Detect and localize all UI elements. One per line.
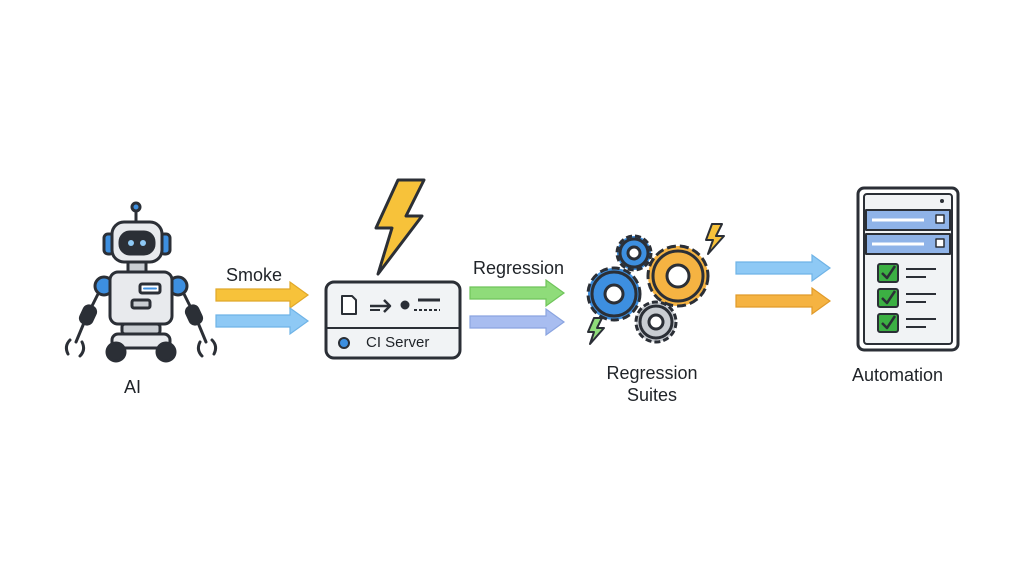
smoke-arrow-yellow (215, 280, 310, 310)
edge-label-regression: Regression (473, 258, 565, 278)
node-label-ai: AI (124, 377, 142, 397)
ci-server-box (324, 280, 462, 360)
automation-arrow-blue (735, 253, 832, 283)
node-label-regression-suites-line1: Regression (606, 363, 698, 383)
spark-icon-yellow (705, 223, 725, 255)
robot-icon (64, 201, 218, 363)
regression-arrow-green (469, 278, 566, 308)
node-label-regression-suites-line2: Suites (626, 385, 678, 405)
smoke-arrow-blue (215, 306, 310, 336)
edge-label-smoke: Smoke (226, 265, 283, 285)
automation-arrow-orange (735, 286, 832, 316)
gears-icon (586, 234, 710, 344)
spark-icon-green (587, 317, 605, 345)
node-label-ci-server: CI Server (366, 334, 430, 351)
regression-arrow-lavender (469, 307, 566, 337)
lightning-bolt-icon (374, 178, 426, 276)
node-label-automation: Automation (852, 365, 944, 385)
checklist-panel-icon (856, 186, 960, 352)
